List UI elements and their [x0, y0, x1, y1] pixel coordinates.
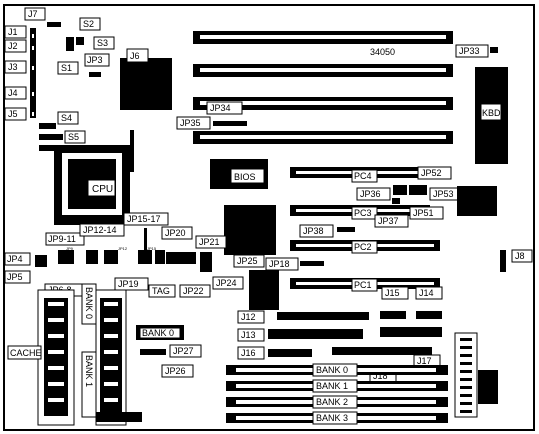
- pc3-label: PC3: [354, 208, 372, 218]
- s4-label: S4: [61, 113, 72, 123]
- bank1-label: BANK 1: [316, 381, 348, 391]
- jp20-label: JP20: [165, 228, 186, 238]
- jp19-label: JP19: [118, 279, 139, 289]
- bios-label: BIOS: [234, 172, 256, 182]
- j2-label: J2: [8, 41, 18, 51]
- jp15-17-label: JP15-17: [127, 214, 161, 224]
- j13-label: J13: [241, 330, 256, 340]
- jp9-tiny-label: JP9: [66, 246, 74, 251]
- j6-chip: [120, 58, 172, 110]
- left-connectors: J7 J1 J2 J3 J4 J5: [4, 7, 61, 121]
- j3-label: J3: [8, 62, 18, 72]
- j1-label: J1: [8, 27, 18, 37]
- jp18-label: JP18: [269, 259, 290, 269]
- jp53-label: JP53: [433, 189, 454, 199]
- jp4-label: JP4: [7, 254, 23, 264]
- j18-label: J18: [373, 371, 388, 381]
- jp27-label: JP27: [173, 346, 194, 356]
- j14-label: J14: [419, 288, 434, 298]
- pc2-label: PC2: [354, 242, 372, 252]
- bank0-label: BANK 0: [316, 365, 348, 375]
- jp33-label: JP33: [459, 46, 480, 56]
- j17-label: J17: [417, 356, 432, 366]
- tag-label: TAG: [152, 286, 170, 296]
- cache-label: CACHE: [10, 348, 42, 358]
- cpu-label: CPU: [92, 184, 113, 195]
- s5-label: S5: [68, 132, 79, 142]
- pc1-label: PC1: [354, 280, 372, 290]
- jp36-label: JP36: [360, 189, 381, 199]
- jp21-label: JP21: [199, 237, 220, 247]
- chipset-chip: [224, 205, 276, 255]
- jp9-11-label: JP9-11: [48, 234, 76, 244]
- jp38-label: JP38: [303, 226, 324, 236]
- jp24-label: JP24: [216, 278, 237, 288]
- s3-label: S3: [97, 38, 108, 48]
- j7-label: J7: [28, 9, 38, 19]
- j12-label: J12: [241, 312, 256, 322]
- jp12-tiny-label: JP12: [118, 246, 128, 251]
- cache-bank0-label: BANK 0: [84, 287, 94, 319]
- pc4-label: PC4: [354, 171, 372, 181]
- jp37-label: JP37: [378, 216, 399, 226]
- j16-label: J16: [241, 348, 256, 358]
- cache-bank1-label: BANK 1: [84, 355, 94, 387]
- jp35-label: JP35: [180, 118, 201, 128]
- jp25-label: JP25: [237, 256, 258, 266]
- jp34-label: JP34: [210, 103, 231, 113]
- bank2-label: BANK 2: [316, 397, 348, 407]
- j4-label: J4: [8, 88, 18, 98]
- jp26-label: JP26: [165, 366, 186, 376]
- jp3-label: JP3: [87, 55, 103, 65]
- kbd-label: KBD: [482, 108, 501, 118]
- s1-label: S1: [61, 63, 72, 73]
- jp51-label: JP51: [413, 208, 434, 218]
- sram-bank0-label: BANK 0: [142, 328, 174, 338]
- board-model: 34050: [370, 47, 395, 57]
- jp5-label: JP5: [7, 272, 23, 282]
- j15-label: J15: [385, 288, 400, 298]
- jp15-tiny-label: JP15: [147, 246, 157, 251]
- j5-label: J5: [8, 109, 18, 119]
- j8-label: J8: [515, 251, 525, 261]
- j6-label: J6: [130, 51, 140, 61]
- s2-label: S2: [83, 19, 94, 29]
- cache-sram: [37, 289, 127, 426]
- jp52-label: JP52: [421, 168, 442, 178]
- chipset-chip-lower: [249, 270, 279, 310]
- bank3-label: BANK 3: [316, 413, 348, 423]
- jp12-14-label: JP12-14: [83, 225, 117, 235]
- jp22-label: JP22: [183, 286, 204, 296]
